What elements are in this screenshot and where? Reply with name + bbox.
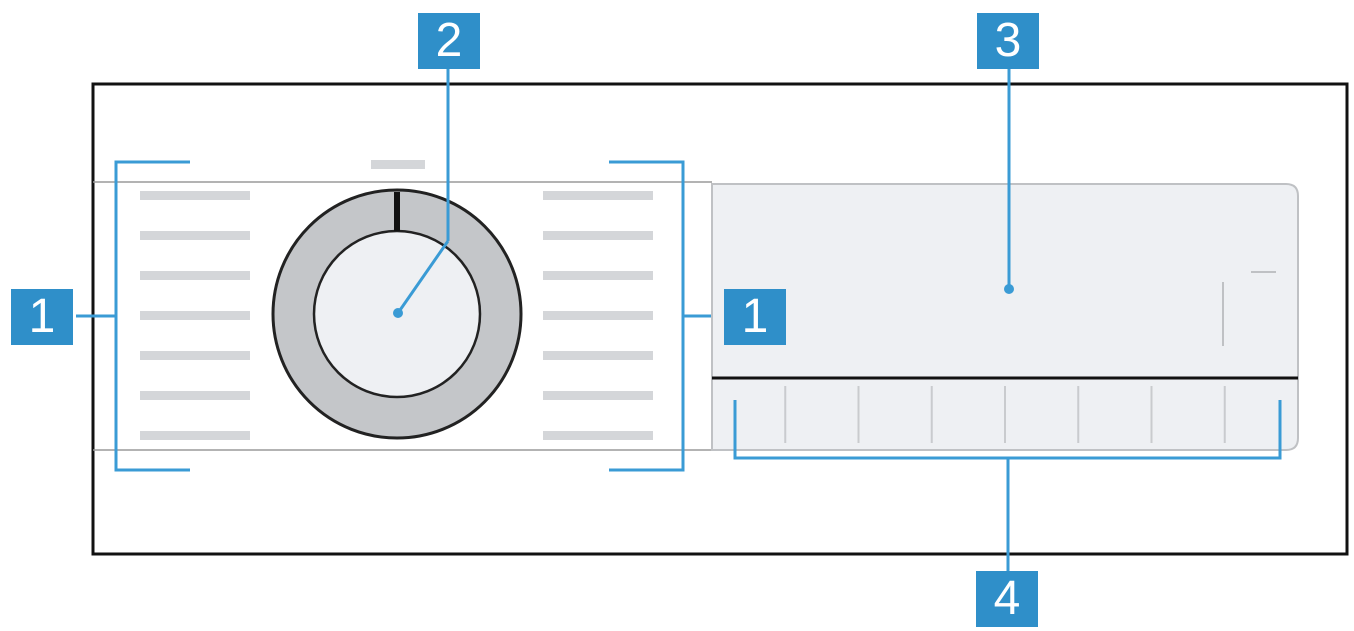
callout-buttons: 4 [976, 571, 1038, 627]
dial-top-indicator [371, 160, 425, 169]
left-program-line[interactable] [140, 391, 250, 400]
left-program-list [140, 191, 250, 440]
display-screen [711, 183, 1299, 451]
dial-leader-dot [393, 308, 403, 318]
left-program-line[interactable] [140, 351, 250, 360]
touch-button-row[interactable] [784, 386, 1226, 443]
callout-display: 3 [977, 13, 1039, 69]
right-program-list [543, 191, 653, 440]
left-program-line[interactable] [140, 431, 250, 440]
callout-left-programs: 1 [11, 289, 73, 345]
callout-dial: 2 [418, 13, 480, 69]
right-program-line[interactable] [543, 231, 653, 240]
right-program-line[interactable] [543, 351, 653, 360]
right-program-line[interactable] [543, 311, 653, 320]
left-program-line[interactable] [140, 191, 250, 200]
right-program-line[interactable] [543, 431, 653, 440]
right-program-line[interactable] [543, 191, 653, 200]
left-program-line[interactable] [140, 271, 250, 280]
right-program-line[interactable] [543, 391, 653, 400]
dial-leader-diagonal [396, 240, 450, 314]
left-program-line[interactable] [140, 231, 250, 240]
right-program-line[interactable] [543, 271, 653, 280]
callout-right-programs: 1 [724, 289, 786, 345]
left-program-line[interactable] [140, 311, 250, 320]
display-leader-dot [1004, 284, 1014, 294]
